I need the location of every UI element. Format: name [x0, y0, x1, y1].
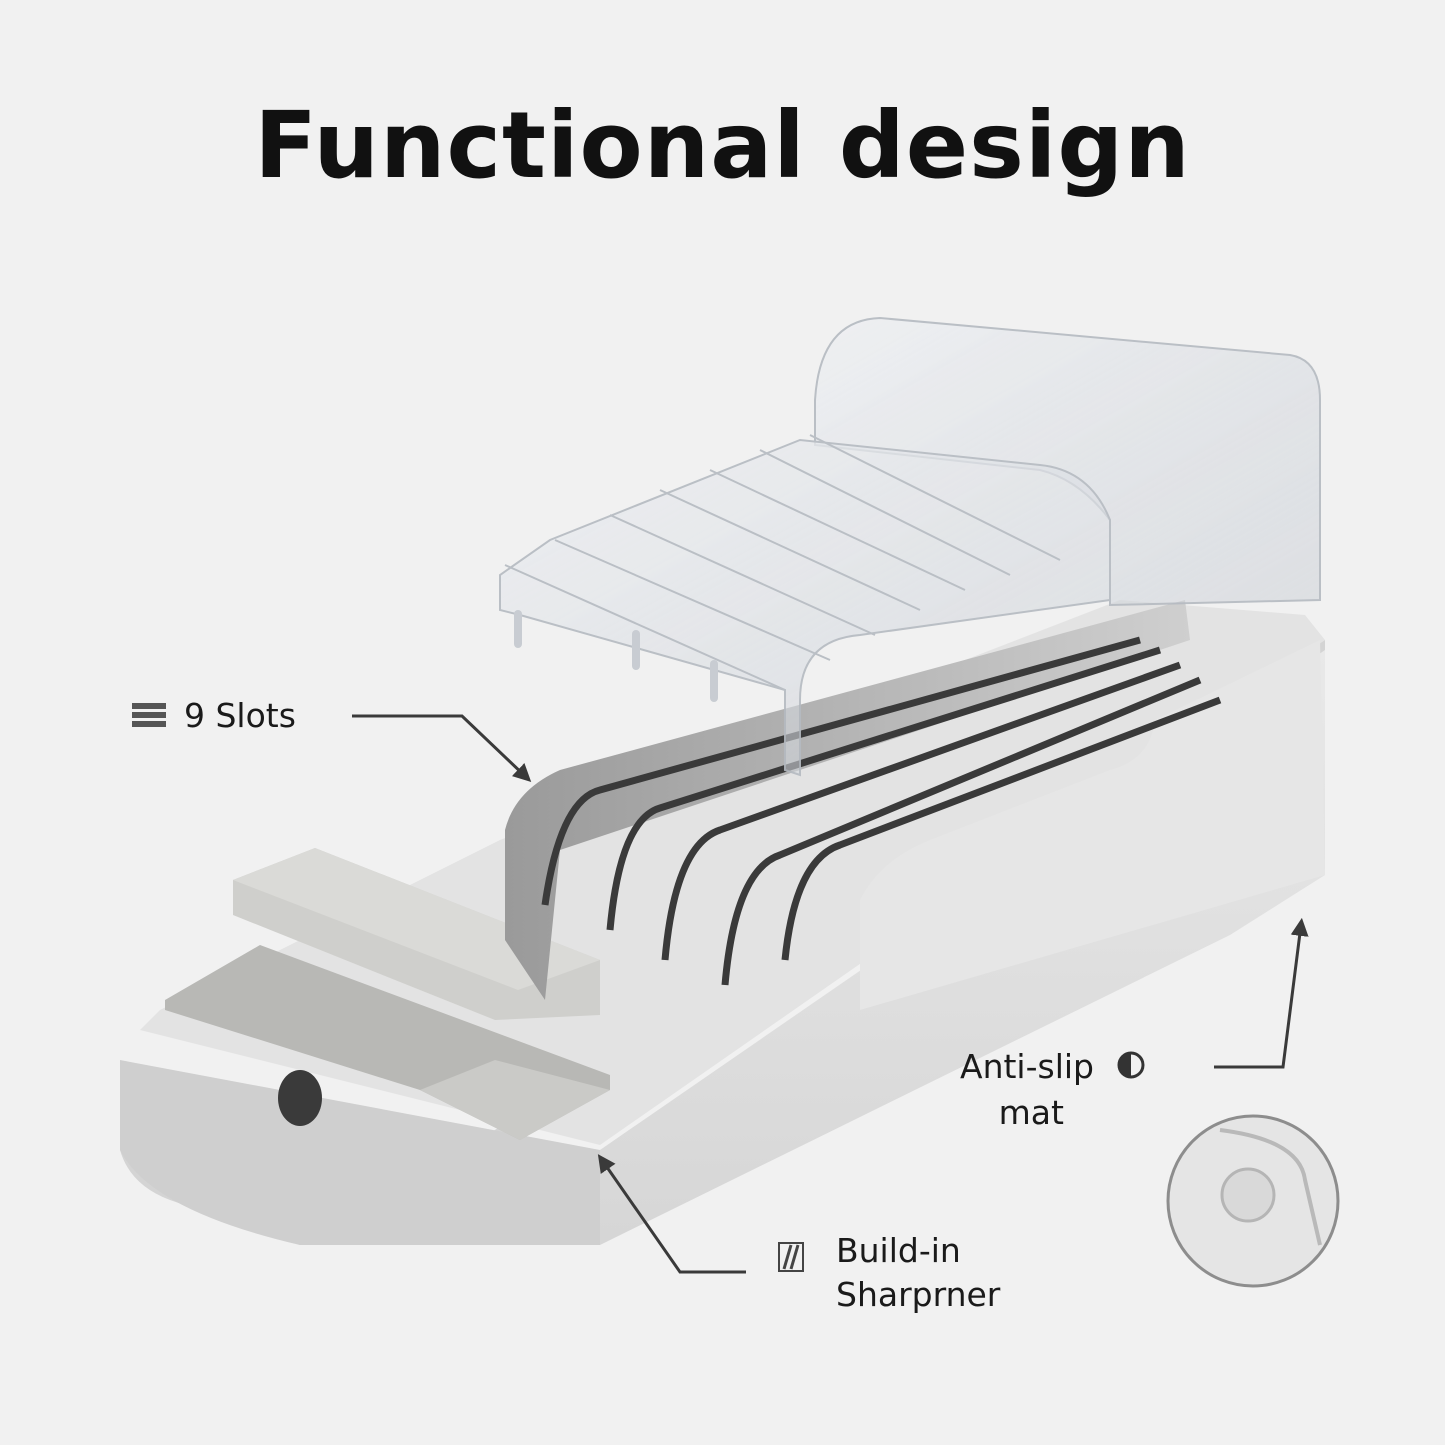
- slots-label-text: 9 Slots: [184, 696, 296, 735]
- half-circle-icon: [1116, 1047, 1146, 1091]
- anti-slip-callout-arrow: [1214, 917, 1309, 1069]
- tray-body: [120, 600, 1325, 1245]
- sharpener-callout-arrow: [597, 1154, 746, 1274]
- slot-fins: [505, 600, 1222, 1000]
- anti-slip-label-line2: mat: [998, 1092, 1064, 1132]
- slots-callout: 9 Slots: [132, 694, 296, 740]
- sharpener-stones: [165, 848, 610, 1140]
- anti-slip-label-line1: Anti-slip: [960, 1047, 1094, 1086]
- anti-slip-detail: [1166, 1114, 1340, 1288]
- anti-slip-callout: Anti-slip mat: [960, 1045, 1146, 1135]
- stack-lines-icon: [132, 696, 166, 740]
- sharpener-label-line1: Build-in: [836, 1231, 961, 1270]
- sharpener-icon: [778, 1239, 804, 1283]
- acrylic-inserts: [499, 316, 1321, 777]
- sharpener-callout: Build-in Sharprner: [778, 1229, 1000, 1317]
- page-title: Functional design: [254, 92, 1191, 199]
- sharpener-label-line2: Sharprner: [836, 1275, 1001, 1314]
- slots-callout-arrow: [352, 714, 532, 782]
